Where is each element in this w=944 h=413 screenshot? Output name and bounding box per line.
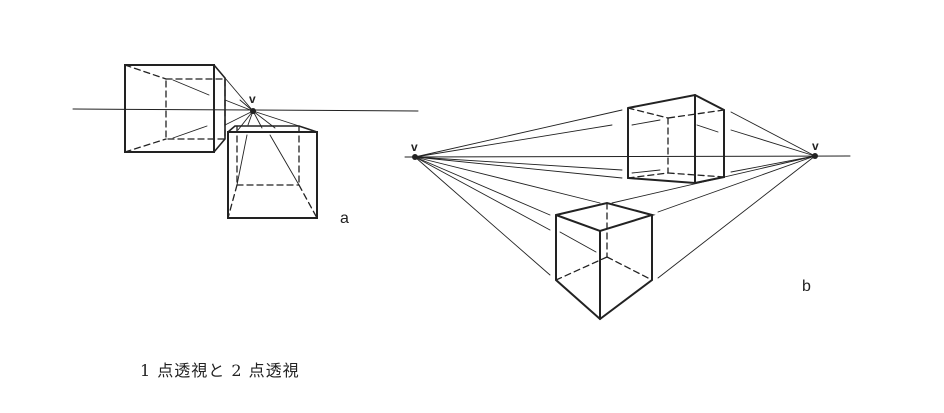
vanishing-point-label-left-b: v xyxy=(411,140,418,154)
caption: 1 点透視と 2 点透視 xyxy=(140,361,300,380)
cube-lower-right-a xyxy=(227,125,318,219)
cube-upper-left-a xyxy=(124,64,226,153)
construction-lines-a xyxy=(172,77,300,186)
figure-label-b: b xyxy=(802,278,811,295)
vanishing-point-left-b xyxy=(412,154,418,160)
figure-a xyxy=(72,64,419,219)
figure-label-a: a xyxy=(340,210,349,227)
vanishing-point-label-a: v xyxy=(249,92,256,106)
box-upper-b xyxy=(627,93,725,185)
vanishing-point-label-right-b: v xyxy=(812,139,819,153)
figure-b xyxy=(404,93,851,321)
horizon-line-a xyxy=(72,108,419,112)
vanishing-point-a xyxy=(250,108,256,114)
vanishing-point-right-b xyxy=(812,153,818,159)
cube-lower-b xyxy=(555,201,656,321)
construction-lines-b xyxy=(414,109,816,279)
